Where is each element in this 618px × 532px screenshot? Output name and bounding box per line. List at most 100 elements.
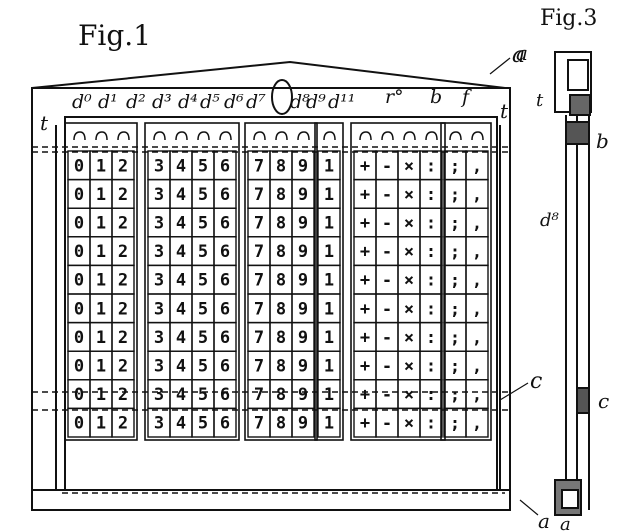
key-label: ×: [404, 414, 414, 434]
key-label: 5: [198, 271, 208, 291]
key-label: +: [360, 242, 370, 262]
key-label: 9: [298, 328, 308, 348]
key-label: 2: [118, 271, 128, 291]
key-cell[interactable]: [111, 407, 135, 438]
key-label: ;: [450, 214, 460, 234]
leader-lines: [489, 57, 539, 516]
key-label: 1: [96, 385, 106, 405]
key-label: 0: [74, 214, 84, 234]
key-label: 5: [198, 414, 208, 434]
group-operators-hook-0: [359, 131, 372, 141]
group-operators: ++++++++++----------××××××××××::::::::::: [350, 122, 446, 441]
fig3-label-b: b: [596, 129, 609, 153]
key-label: ;: [450, 328, 460, 348]
key-label: ,: [472, 214, 482, 234]
key-label: +: [360, 214, 370, 234]
key-cell[interactable]: [465, 407, 489, 438]
key-label: 1: [96, 214, 106, 234]
key-label: 2: [118, 156, 128, 176]
key-cell[interactable]: [213, 407, 237, 438]
key-label: :: [426, 185, 436, 205]
top-label: d⁷: [246, 91, 266, 113]
top-label: f: [460, 86, 472, 108]
key-label: ×: [404, 271, 414, 291]
label-a-top: a: [512, 43, 525, 68]
key-label: 9: [298, 242, 308, 262]
key-label: :: [426, 299, 436, 319]
key-label: ,: [472, 357, 482, 377]
key-label: 5: [198, 156, 208, 176]
key-label: 4: [176, 299, 186, 319]
key-label: 1: [324, 385, 334, 405]
group-digits-789-hook-1: [275, 131, 288, 141]
key-label: 6: [220, 299, 230, 319]
key-label: 0: [74, 185, 84, 205]
group-operators-hook-1: [381, 131, 394, 141]
key-label: -: [382, 414, 392, 434]
key-label: 3: [154, 299, 164, 319]
key-cell[interactable]: [291, 407, 315, 438]
key-label: 1: [96, 156, 106, 176]
key-label: 1: [324, 414, 334, 434]
key-label: -: [382, 242, 392, 262]
fig3-profile: [554, 51, 592, 516]
key-label: 9: [298, 185, 308, 205]
key-label: 7: [254, 242, 264, 262]
key-cell[interactable]: [317, 407, 341, 438]
key-label: 0: [74, 156, 84, 176]
key-label: 3: [154, 185, 164, 205]
key-label: 5: [198, 185, 208, 205]
key-label: ;: [450, 242, 460, 262]
key-label: :: [426, 357, 436, 377]
group-operators-frame: [350, 122, 446, 441]
label-c: c: [530, 369, 542, 394]
key-label: 6: [220, 242, 230, 262]
group-digits-012-hook-2: [117, 131, 130, 141]
key-label: -: [382, 328, 392, 348]
key-label: 0: [74, 357, 84, 377]
key-label: 7: [254, 271, 264, 291]
key-label: ,: [472, 414, 482, 434]
fig3-title: Fig.3: [540, 6, 597, 31]
top-label: d¹: [98, 91, 118, 113]
key-label: 4: [176, 414, 186, 434]
group-digits-789-hook-2: [297, 131, 310, 141]
key-label: ×: [404, 185, 414, 205]
key-label: 7: [254, 156, 264, 176]
top-label: d⁶: [224, 91, 244, 113]
key-label: 8: [276, 242, 286, 262]
key-label: 5: [198, 214, 208, 234]
key-label: 9: [298, 385, 308, 405]
key-label: ,: [472, 299, 482, 319]
key-label: 4: [176, 271, 186, 291]
key-label: 9: [298, 414, 308, 434]
fig3-label-c: c: [598, 389, 609, 413]
key-label: 3: [154, 414, 164, 434]
key-label: 2: [118, 414, 128, 434]
key-label: :: [426, 242, 436, 262]
key-label: :: [426, 214, 436, 234]
key-label: 7: [254, 299, 264, 319]
key-label: 8: [276, 414, 286, 434]
key-label: 8: [276, 385, 286, 405]
key-label: 2: [118, 357, 128, 377]
key-cell[interactable]: [419, 407, 443, 438]
key-label: +: [360, 271, 370, 291]
key-label: 1: [96, 299, 106, 319]
key-label: -: [382, 271, 392, 291]
key-label: 6: [220, 328, 230, 348]
key-label: -: [382, 156, 392, 176]
key-label: 2: [118, 328, 128, 348]
group-punct-frame: [440, 122, 492, 441]
key-label: 5: [198, 242, 208, 262]
key-label: 3: [154, 156, 164, 176]
key-label: ;: [450, 156, 460, 176]
key-label: 4: [176, 328, 186, 348]
top-label: d⁵: [200, 91, 220, 113]
group-digits-789-hook-0: [253, 131, 266, 141]
group-digits-012-hook-0: [73, 131, 86, 141]
key-label: 4: [176, 156, 186, 176]
